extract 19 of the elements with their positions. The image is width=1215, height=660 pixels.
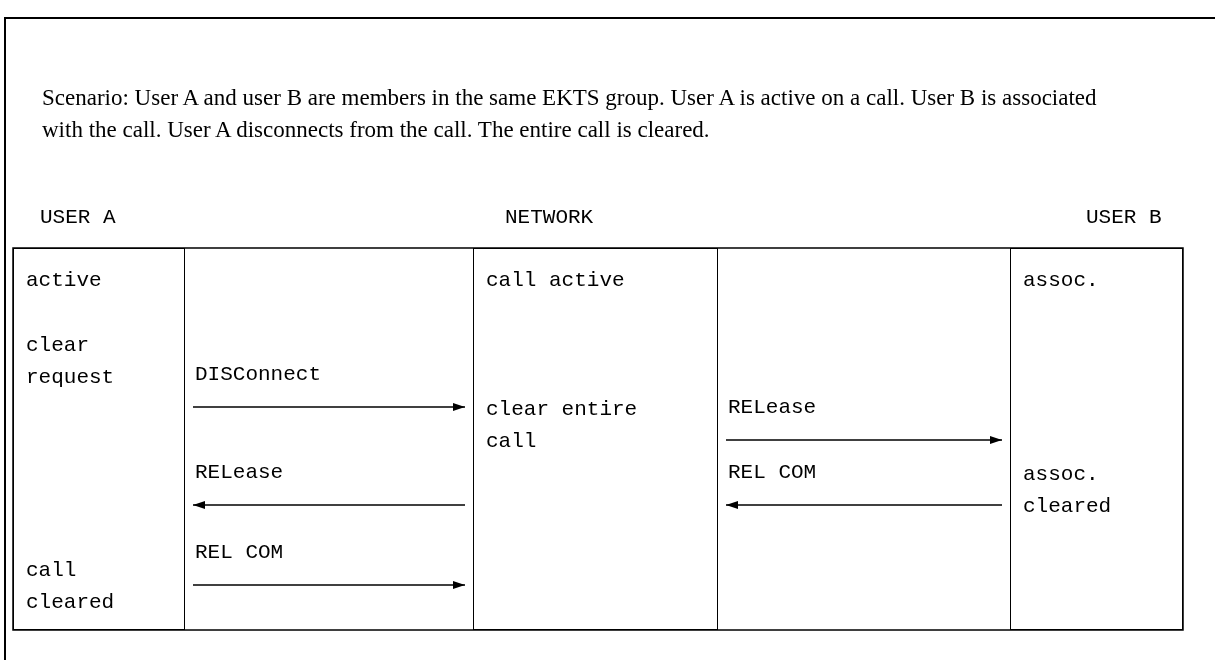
state-label: call cleared	[26, 558, 116, 616]
state-label: clear entire call	[486, 397, 639, 455]
column-heading: NETWORK	[505, 205, 594, 231]
state-label: assoc. cleared	[1023, 462, 1113, 520]
message-arrow	[725, 501, 1003, 509]
column-heading: USER A	[40, 205, 116, 231]
lane-column	[473, 248, 718, 630]
state-label: clear request	[26, 333, 116, 391]
message-arrow	[192, 501, 466, 509]
lane-column	[1010, 248, 1183, 630]
lane-column	[13, 248, 185, 630]
scenario-text: Scenario: User A and user B are members in the same EKTS group. User A is active on a call. User B is associated with the call. User A disconnects from the call. The entire call is cleared.	[42, 84, 1098, 144]
column-heading: USER B	[1086, 205, 1162, 231]
message-arrow	[725, 436, 1003, 444]
message-arrow	[192, 403, 466, 411]
state-label: call active	[486, 268, 626, 294]
message-arrow	[192, 581, 466, 589]
state-label: assoc.	[1023, 268, 1100, 294]
state-label: active	[26, 268, 103, 294]
